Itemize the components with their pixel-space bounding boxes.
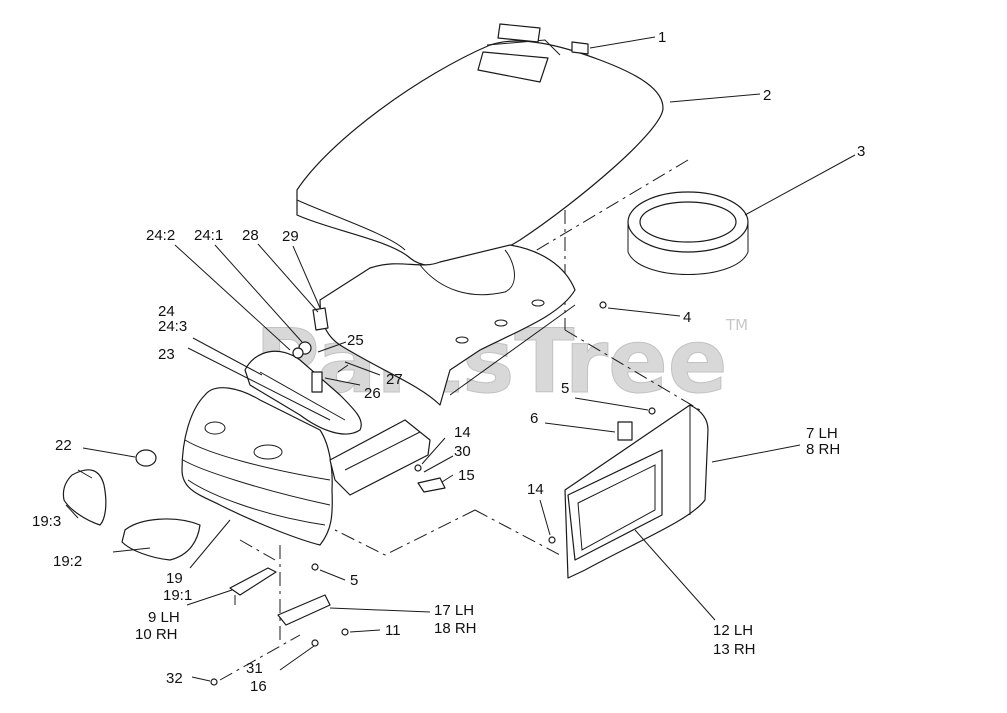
callout-10-rh: 10 RH [135,626,178,643]
grille-frame-part [329,419,431,496]
callout-19: 19 [166,570,183,587]
callout-9-lh: 9 LH [148,609,180,626]
callout-24-1: 24:1 [194,227,223,244]
callout-11: 11 [385,622,401,639]
callout-4: 4 [683,309,691,326]
clip-part [571,41,589,55]
callout-25: 25 [347,332,364,349]
callout-14-lower: 14 [527,481,544,498]
callout-27: 27 [386,371,403,388]
callout-7-lh: 7 LH [806,425,838,442]
callout-23: 23 [158,346,175,363]
callout-13-rh: 13 RH [713,641,756,658]
spacer-part [617,421,633,441]
callout-30: 30 [454,443,471,460]
callout-31: 31 [246,660,263,677]
callout-26: 26 [364,385,381,402]
callout-29: 29 [282,228,299,245]
callout-2: 2 [763,87,771,104]
callout-1: 1 [658,29,666,46]
callout-5-upper: 5 [561,380,569,397]
callout-24-3: 24:3 [158,318,187,335]
plate-part [417,477,446,493]
wedge-part [312,307,329,331]
callout-24: 24 [158,303,175,320]
side-cover-part [62,469,107,526]
callout-15: 15 [458,467,475,484]
callout-3: 3 [857,143,865,160]
callout-32: 32 [166,670,183,687]
bracket-lh-part [229,567,277,605]
bulb-parts [292,341,349,393]
callout-19-1: 19:1 [163,587,192,604]
hood-frame-part [319,244,576,406]
callout-12-lh: 12 LH [713,622,753,639]
watermark-tm: TM [725,316,748,334]
callout-19-3: 19:3 [32,513,61,530]
callout-labels: 1 2 3 4 5 6 7 LH 8 RH 14 30 15 14 12 LH … [32,29,865,695]
callout-28: 28 [242,227,259,244]
lens-part [135,449,157,467]
ring-part [627,191,749,275]
lower-trim-part [121,518,201,561]
callout-16: 16 [250,678,267,695]
panel-insert-part [567,449,663,561]
bracket-rh-part [277,594,331,626]
grille-part [181,387,333,546]
assembly-lines [219,159,701,681]
headlight-part [244,350,362,435]
callout-8-rh: 8 RH [806,441,840,458]
callout-14-upper: 14 [454,424,471,441]
callout-17-lh: 17 LH [434,602,474,619]
hood-part [296,23,664,268]
callout-22: 22 [55,437,72,454]
leader-lines [65,36,856,682]
callout-6: 6 [530,410,538,427]
callout-19-2: 19:2 [53,553,82,570]
callout-5-lower: 5 [350,572,358,589]
callout-24-2: 24:2 [146,227,175,244]
callout-18-rh: 18 RH [434,620,477,637]
fasteners [210,301,656,686]
